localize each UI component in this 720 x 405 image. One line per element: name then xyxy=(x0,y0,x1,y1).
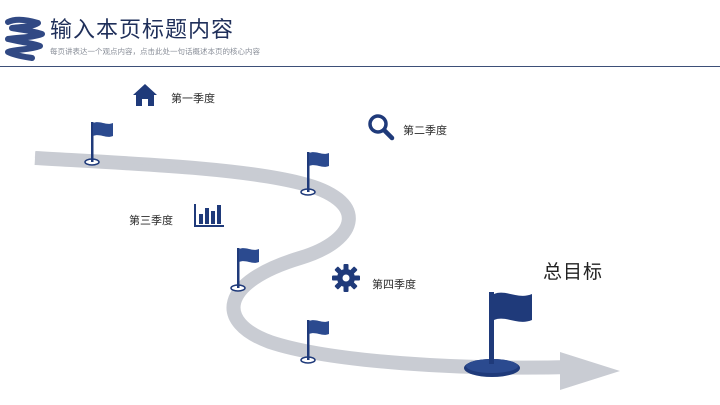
search-icon xyxy=(368,114,395,141)
milestone-label: 第三季度 xyxy=(129,214,173,227)
flag-icon xyxy=(230,248,259,292)
flag-icon xyxy=(300,152,329,196)
milestone-label: 第一季度 xyxy=(171,92,215,105)
road-arrow xyxy=(560,352,620,390)
flag-icon xyxy=(84,122,113,166)
home-icon xyxy=(133,84,157,106)
bar-chart-icon xyxy=(194,204,224,227)
page-subtitle: 每页讲表达一个观点内容，点击此处一句话概述本页的核心内容 xyxy=(50,47,260,56)
milestone-label: 第二季度 xyxy=(403,124,447,137)
goal-label: 总目标 xyxy=(543,261,604,283)
goal-flag-icon xyxy=(464,292,532,377)
gear-icon xyxy=(332,264,360,292)
page-title: 输入本页标题内容 xyxy=(50,18,235,43)
milestone-label: 第四季度 xyxy=(372,278,416,291)
flag-icon xyxy=(300,320,329,364)
header-divider xyxy=(0,66,720,67)
brush-logo xyxy=(5,16,45,61)
